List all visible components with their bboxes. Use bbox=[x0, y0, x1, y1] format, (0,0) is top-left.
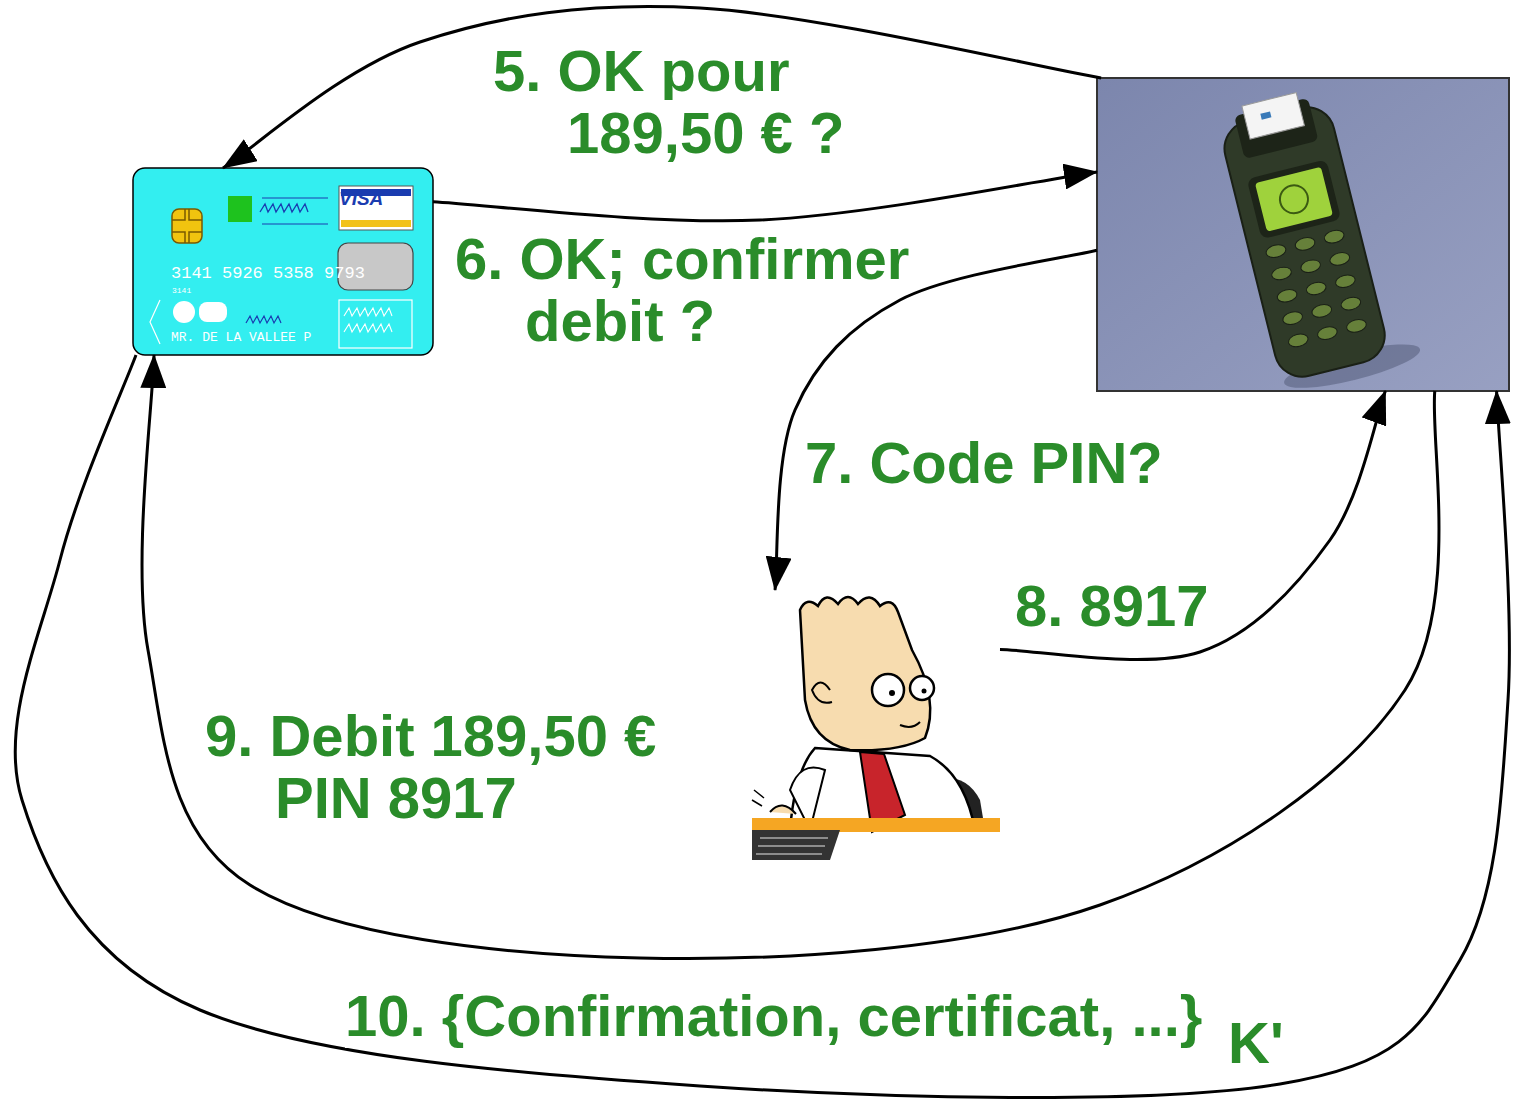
payment-terminal bbox=[1097, 78, 1509, 391]
card-holder: MR. DE LA VALLEE P bbox=[171, 330, 311, 346]
chip bbox=[172, 209, 202, 243]
keys bbox=[756, 838, 828, 854]
mouth bbox=[900, 722, 920, 727]
visa-logo bbox=[339, 186, 413, 230]
motion-lines bbox=[752, 790, 764, 806]
step-label: 9. Debit 189,50 € PIN 8917 bbox=[205, 705, 675, 829]
head bbox=[800, 597, 930, 750]
card-line bbox=[262, 224, 328, 225]
user-cartoon bbox=[752, 597, 1000, 860]
step-label: 8. 8917 bbox=[1015, 575, 1209, 637]
card-small-number: 3141 bbox=[172, 286, 191, 295]
connector-arrow bbox=[775, 250, 1097, 590]
step-text: 6. OK; confirmer debit ? bbox=[455, 226, 909, 353]
step-text: 8. 8917 bbox=[1015, 573, 1209, 638]
step-label: 7. Code PIN? bbox=[805, 432, 1163, 494]
connector-arrow bbox=[433, 172, 1097, 221]
terminal-photo bbox=[1097, 78, 1509, 397]
squiggle bbox=[260, 204, 308, 212]
key-text: K' bbox=[1228, 1010, 1284, 1075]
hand bbox=[770, 805, 796, 814]
card-number: 3141 5926 5358 9793 bbox=[171, 264, 365, 284]
step-text: 7. Code PIN? bbox=[805, 430, 1163, 495]
connector-arrow bbox=[142, 355, 1439, 959]
step-text: 5. OK pour 189,50 € ? bbox=[493, 38, 844, 165]
green-square bbox=[228, 196, 252, 222]
terminal-device bbox=[1215, 79, 1424, 398]
card-body bbox=[133, 168, 433, 355]
signature-panel bbox=[339, 300, 412, 348]
connector-arrow bbox=[223, 7, 1101, 168]
eye bbox=[889, 690, 895, 696]
glasses bbox=[910, 676, 934, 700]
step-label: 10. {Confirmation, certificat, ...} bbox=[345, 985, 1202, 1047]
credit-card bbox=[133, 168, 433, 355]
squiggle bbox=[246, 316, 281, 323]
key-label: K' bbox=[1228, 1012, 1284, 1074]
ear bbox=[812, 683, 832, 703]
user bbox=[750, 590, 1000, 860]
photo-background bbox=[1097, 78, 1509, 391]
card-brand: VISA bbox=[339, 188, 383, 210]
step-label: 5. OK pour 189,50 € ? bbox=[493, 40, 867, 164]
step-text: 9. Debit 189,50 € PIN 8917 bbox=[205, 703, 656, 830]
credit-card: VISA 3141 5926 5358 9793 3141MR. DE LA VAL… bbox=[133, 168, 433, 355]
keyboard bbox=[752, 830, 840, 860]
glasses bbox=[872, 674, 904, 706]
step-label: 6. OK; confirmer debit ? bbox=[455, 228, 995, 352]
desk bbox=[752, 818, 1000, 832]
eye bbox=[922, 689, 927, 694]
card-line bbox=[262, 198, 328, 199]
connector-arrow bbox=[15, 355, 1509, 1098]
step-text: 10. {Confirmation, certificat, ...} bbox=[345, 983, 1202, 1048]
